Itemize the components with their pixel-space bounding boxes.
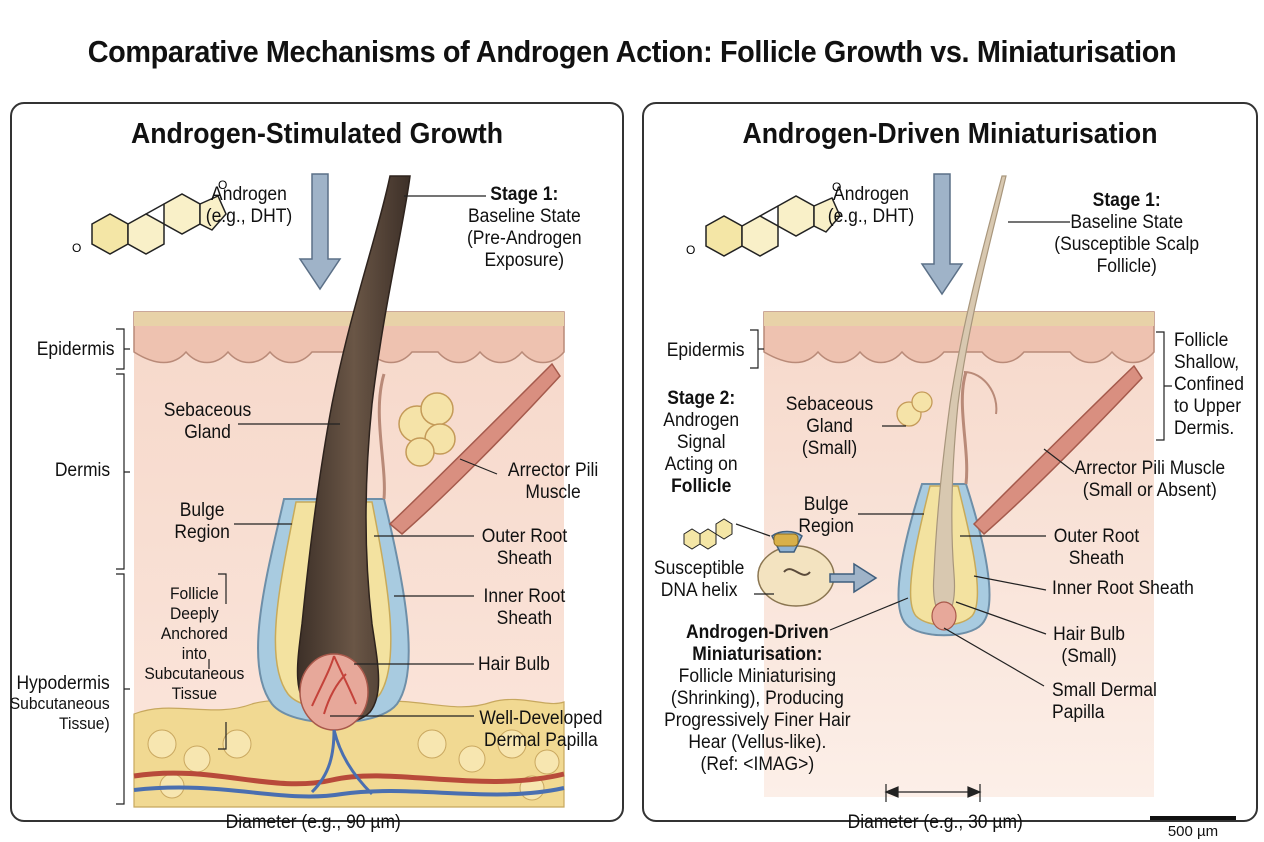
panel-title-growth: Androgen-Stimulated Growth xyxy=(130,118,504,150)
androgen-molecule-icon-mini xyxy=(705,195,841,257)
arrector-label-mini: Arrector Pili Muscle(Small or Absent) xyxy=(1074,458,1226,501)
scale-bar-label: 500 µm xyxy=(1167,823,1219,840)
androgen-arrow-mini xyxy=(920,173,964,296)
miniaturisation-illustration: O O xyxy=(683,173,1172,802)
dermis-label: Dermis xyxy=(54,460,110,481)
diameter-label-growth: Diameter (e.g., 90 µm) xyxy=(225,812,401,833)
androgen-label-growth: Androgen(e.g., DHT) xyxy=(205,184,293,227)
panel-growth: Androgen-Stimulated Growth xyxy=(9,102,624,833)
small-dermal-papilla xyxy=(931,601,957,631)
sebaceous-gland xyxy=(398,392,456,467)
svg-text:O: O xyxy=(686,243,695,257)
svg-text:O: O xyxy=(832,180,841,194)
svg-text:O: O xyxy=(218,178,227,192)
androgen-label-mini: Androgen(e.g., DHT) xyxy=(827,184,915,227)
stage1-label-mini: Stage 1: Baseline State(Susceptible Scal… xyxy=(1054,190,1200,277)
inner-root-label-mini: Inner Root Sheath xyxy=(1052,578,1194,599)
arrector-pili xyxy=(388,362,561,535)
diameter-label-mini: Diameter (e.g., 30 µm) xyxy=(847,812,1023,833)
androgen-arrow xyxy=(298,173,342,291)
miniaturisation-arrow xyxy=(829,562,878,594)
sebaceous-gland-small xyxy=(896,391,933,427)
arrector-pili-small xyxy=(972,364,1143,536)
page-title: Comparative Mechanisms of Androgen Actio… xyxy=(87,34,1177,69)
epidermis-label-mini: Epidermis xyxy=(666,340,744,361)
hair-bulb-label-mini: Hair Bulb(Small) xyxy=(1053,624,1126,667)
epidermis-label-growth: Epidermis xyxy=(36,339,114,360)
growth-illustration: O O xyxy=(72,173,565,808)
dna-cell-icon xyxy=(683,518,835,607)
svg-text:O: O xyxy=(72,241,81,255)
scale-bar-line xyxy=(1150,816,1236,820)
hair-bulb-label-growth: Hair Bulb xyxy=(478,654,550,675)
androgen-molecule-icon xyxy=(91,193,227,255)
panel-miniaturisation: Androgen-Driven Miniaturisation xyxy=(642,102,1258,833)
scale-bar: 500 µm xyxy=(1150,816,1236,840)
panel-title-miniaturisation: Androgen-Driven Miniaturisation xyxy=(742,118,1158,150)
